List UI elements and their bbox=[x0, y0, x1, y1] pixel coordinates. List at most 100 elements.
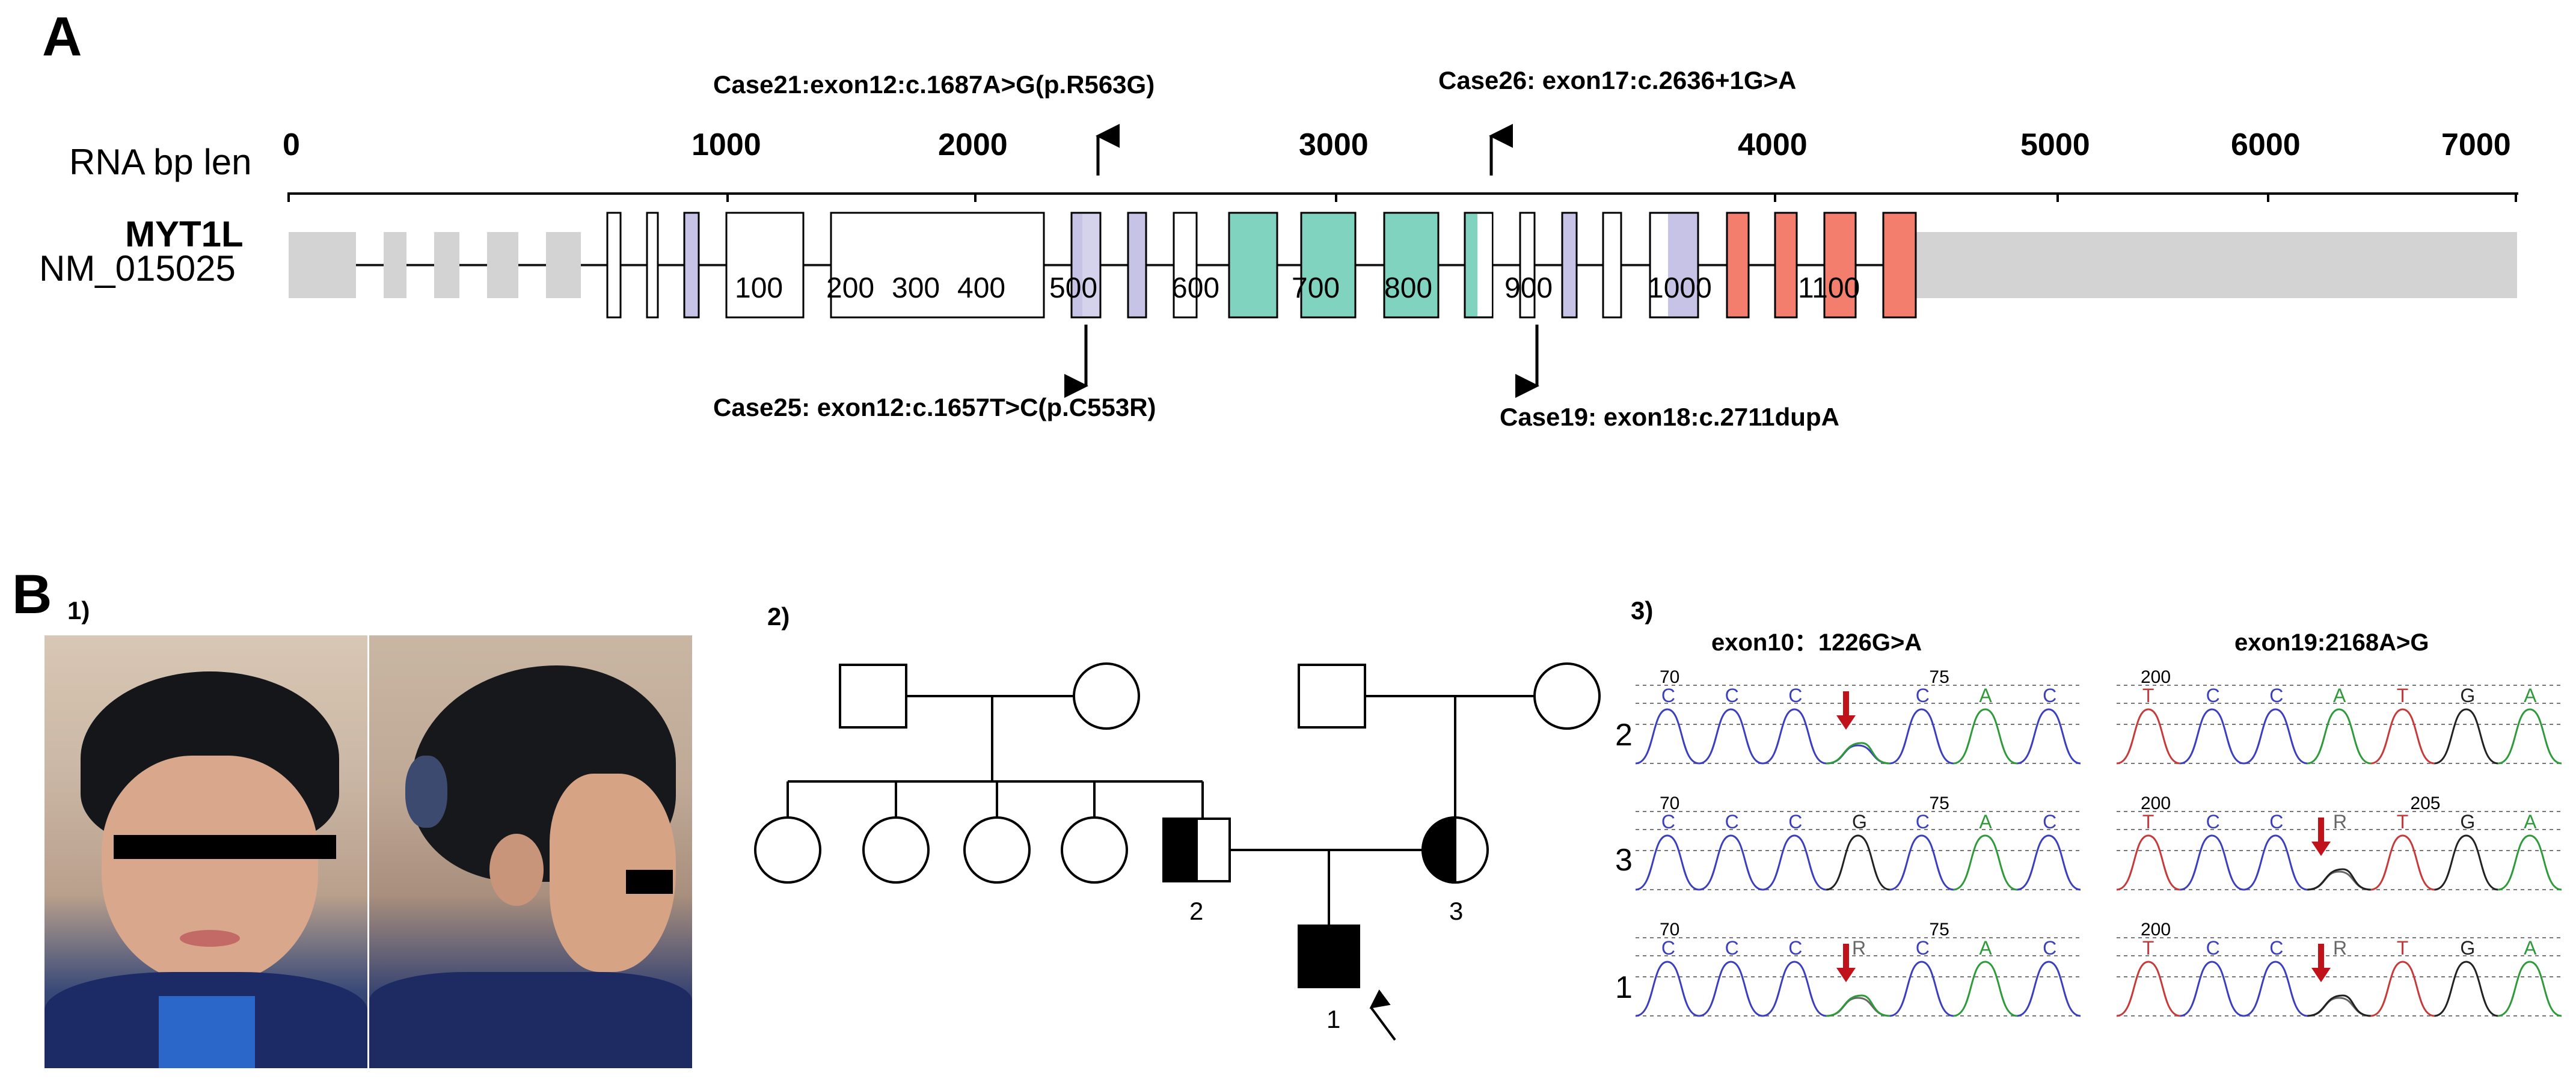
exon bbox=[683, 212, 700, 319]
base-call: C bbox=[2206, 685, 2220, 706]
exon bbox=[830, 212, 1045, 319]
base-call: C bbox=[1788, 937, 1802, 959]
base-call: C bbox=[1725, 811, 1739, 833]
aa-tick-1000: 1000 bbox=[1648, 272, 1712, 304]
aa-tick-500: 500 bbox=[1049, 272, 1097, 304]
trace-peak bbox=[2116, 708, 2180, 765]
chromatogram-position: 205 bbox=[2410, 793, 2440, 813]
variant-arrow bbox=[1836, 691, 1856, 730]
aa-tick-600: 600 bbox=[1171, 272, 1219, 304]
base-call: C bbox=[1661, 685, 1675, 706]
pedigree-aunt bbox=[963, 816, 1031, 884]
aa-tick-800: 800 bbox=[1384, 272, 1432, 304]
trace-peak bbox=[2180, 961, 2244, 1017]
base-call: C bbox=[2043, 685, 2056, 706]
pedigree-aunt bbox=[1061, 816, 1128, 884]
trace-peak bbox=[2116, 834, 2180, 891]
trace-peak bbox=[2370, 708, 2435, 765]
trace-peak bbox=[1635, 708, 1699, 765]
trace-peak bbox=[2434, 708, 2498, 765]
trace-peak bbox=[2370, 834, 2435, 891]
base-call: A bbox=[1979, 937, 1992, 959]
base-call: C bbox=[2269, 685, 2283, 706]
ruler-tick-4000: 4000 bbox=[1738, 127, 1808, 162]
pedigree-grandmother-maternal bbox=[1533, 662, 1601, 730]
base-call: G bbox=[2460, 811, 2475, 833]
exon bbox=[1300, 212, 1357, 319]
base-call: A bbox=[2524, 937, 2537, 959]
trace-peak bbox=[1762, 834, 1827, 891]
aa-tick-100: 100 bbox=[735, 272, 783, 304]
exon bbox=[1882, 212, 1917, 319]
ruler-tick-3000: 3000 bbox=[1299, 127, 1369, 162]
exon bbox=[646, 212, 659, 319]
panel-b-label: B bbox=[12, 564, 52, 625]
ruler-tick-2000: 2000 bbox=[938, 127, 1008, 162]
variant-arrow bbox=[2311, 818, 2331, 856]
trace-peak bbox=[2434, 961, 2498, 1017]
trace-peak bbox=[1699, 708, 1763, 765]
ruler-tick-labels: 0 1000 2000 3000 4000 5000 6000 7000 bbox=[283, 127, 2511, 162]
trace-peak bbox=[2307, 708, 2372, 765]
trace-peak bbox=[1699, 834, 1763, 891]
trace-peak bbox=[2017, 708, 2081, 765]
ruler-tick-marks bbox=[287, 194, 2517, 202]
pedigree-label-mother: 3 bbox=[1449, 897, 1463, 925]
proband-arrow bbox=[1369, 989, 1396, 1041]
base-call: C bbox=[2043, 811, 2056, 833]
base-call: A bbox=[2333, 685, 2346, 706]
base-call: A bbox=[1979, 811, 1992, 833]
chromatogram-right-title: exon19:2168A>G bbox=[2234, 629, 2429, 656]
chromatogram-position: 70 bbox=[1660, 920, 1679, 940]
trace-peak bbox=[2243, 708, 2308, 765]
exon bbox=[1602, 212, 1622, 319]
exon bbox=[1774, 212, 1798, 319]
privacy-bar bbox=[626, 870, 673, 894]
trace-peak bbox=[1953, 708, 2017, 765]
base-call: T bbox=[2397, 685, 2409, 706]
mutation-case26: Case26: exon17:c.2636+1G>A bbox=[1438, 66, 1796, 94]
utr-exon bbox=[434, 232, 459, 298]
pedigree bbox=[754, 662, 1601, 1041]
base-call: R bbox=[2333, 811, 2347, 833]
ruler-tick-1000: 1000 bbox=[692, 127, 761, 162]
transcript-id: NM_015025 bbox=[39, 248, 236, 289]
base-call: C bbox=[1916, 685, 1930, 706]
base-call: G bbox=[2460, 937, 2475, 959]
gene-name: MYT1L bbox=[125, 214, 244, 254]
gene-structure bbox=[289, 212, 2517, 319]
pedigree-aunt bbox=[862, 816, 930, 884]
trace-peak bbox=[2498, 708, 2562, 765]
variant-arrow bbox=[1836, 944, 1856, 982]
mutation-annotations: Case21:exon12:c.1687A>G(p.R563G) Case26:… bbox=[713, 66, 1839, 431]
ruler-tick-7000: 7000 bbox=[2441, 127, 2511, 162]
aa-tick-700: 700 bbox=[1292, 272, 1340, 304]
aa-tick-400: 400 bbox=[957, 272, 1005, 304]
pedigree-grandmother-paternal bbox=[1073, 662, 1140, 730]
exon bbox=[1561, 212, 1578, 319]
aa-tick-900: 900 bbox=[1504, 272, 1553, 304]
utr-5prime bbox=[289, 232, 356, 298]
chromatogram-row-label: 3 bbox=[1615, 843, 1633, 878]
mutation-case21: Case21:exon12:c.1687A>G(p.R563G) bbox=[713, 70, 1155, 99]
hearing-device bbox=[405, 756, 447, 828]
chromatogram-position: 75 bbox=[1929, 667, 1949, 687]
aa-tick-300: 300 bbox=[892, 272, 940, 304]
chromatogram-position: 70 bbox=[1660, 793, 1679, 813]
trace-peak bbox=[1635, 961, 1699, 1017]
base-call: C bbox=[1725, 937, 1739, 959]
base-call: C bbox=[1916, 811, 1930, 833]
exon bbox=[1383, 212, 1440, 319]
utr-exon bbox=[384, 232, 406, 298]
variant-arrow bbox=[2311, 944, 2331, 982]
base-call: C bbox=[1788, 811, 1802, 833]
chromatogram-position: 70 bbox=[1660, 667, 1679, 687]
trace-peak-secondary bbox=[1826, 742, 1890, 765]
chromatogram-row-label: 2 bbox=[1615, 718, 1633, 753]
base-call: G bbox=[2460, 685, 2475, 706]
